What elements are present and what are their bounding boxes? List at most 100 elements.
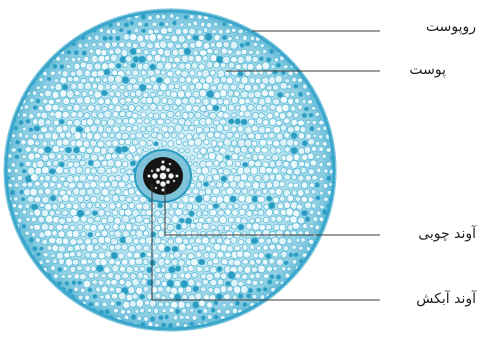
parenchyma-cell (252, 56, 259, 62)
parenchyma-cell (226, 160, 232, 167)
parenchyma-cell (211, 85, 217, 91)
parenchyma-cell (288, 183, 294, 188)
parenchyma-cell (199, 175, 205, 182)
parenchyma-cell (122, 259, 128, 265)
parenchyma-cell (171, 133, 176, 138)
parenchyma-cell (285, 273, 290, 278)
parenchyma-cell (126, 310, 130, 314)
parenchyma-cell (238, 224, 244, 230)
parenchyma-cell (108, 147, 114, 154)
parenchyma-cell (247, 175, 254, 181)
parenchyma-cell (125, 139, 131, 145)
parenchyma-cell (130, 231, 136, 236)
parenchyma-cell (95, 287, 100, 292)
parenchyma-cell (253, 210, 258, 215)
parenchyma-cell (252, 280, 258, 285)
parenchyma-cell (254, 91, 261, 98)
parenchyma-cell (243, 167, 250, 175)
parenchyma-cell (289, 253, 293, 257)
parenchyma-cell (165, 315, 169, 319)
parenchyma-cell (120, 111, 126, 117)
parenchyma-cell (204, 139, 209, 144)
parenchyma-cell (188, 265, 194, 271)
parenchyma-cell (116, 118, 122, 124)
parenchyma-cell (93, 147, 100, 153)
parenchyma-cell (200, 204, 206, 210)
parenchyma-cell (125, 223, 132, 230)
parenchyma-cell (283, 65, 288, 69)
parenchyma-cell (210, 182, 215, 187)
parenchyma-cell (206, 246, 212, 252)
parenchyma-cell (154, 142, 159, 146)
parenchyma-cell (257, 288, 261, 292)
parenchyma-cell (285, 79, 290, 83)
parenchyma-cell (80, 202, 86, 208)
parenchyma-cell (294, 84, 298, 88)
parenchyma-cell (231, 169, 236, 174)
parenchyma-cell (265, 254, 271, 259)
parenchyma-cell (79, 146, 86, 153)
parenchyma-cell (132, 125, 138, 131)
parenchyma-cell (127, 30, 131, 34)
parenchyma-cell (217, 279, 223, 285)
parenchyma-cell (245, 55, 252, 62)
parenchyma-cell (85, 238, 91, 244)
parenchyma-cell (119, 139, 125, 144)
parenchyma-cell (78, 295, 83, 300)
parenchyma-cell (194, 138, 202, 146)
parenchyma-cell (228, 271, 236, 279)
parenchyma-cell (170, 92, 177, 98)
parenchyma-cell (53, 120, 59, 126)
parenchyma-cell (146, 252, 152, 257)
parenchyma-cell (164, 105, 170, 111)
parenchyma-cell (141, 14, 146, 19)
parenchyma-cell (230, 196, 237, 203)
parenchyma-cell (255, 133, 262, 140)
parenchyma-cell (238, 126, 244, 132)
parenchyma-cell (186, 245, 192, 250)
parenchyma-cell (119, 279, 125, 285)
parenchyma-cell (256, 203, 262, 209)
parenchyma-cell (143, 50, 149, 55)
parenchyma-cell (207, 132, 214, 138)
parenchyma-cell (41, 112, 48, 119)
parenchyma-cell (188, 196, 195, 202)
parenchyma-cell (263, 229, 270, 237)
parenchyma-cell (305, 175, 311, 181)
parenchyma-cell (269, 174, 275, 180)
parenchyma-cell (35, 238, 40, 243)
parenchyma-cell (153, 308, 158, 314)
parenchyma-cell (94, 63, 101, 70)
parenchyma-cell (146, 209, 152, 215)
parenchyma-cell (49, 237, 57, 243)
parenchyma-cell (88, 288, 92, 292)
parenchyma-cell (269, 49, 274, 54)
parenchyma-cell (130, 21, 134, 25)
parenchyma-cell (112, 265, 119, 272)
parenchyma-cell (165, 35, 170, 40)
parenchyma-cell (116, 301, 121, 305)
parenchyma-cell (36, 99, 41, 103)
parenchyma-cell (132, 43, 138, 48)
parenchyma-cell (206, 217, 212, 223)
parenchyma-cell (168, 57, 173, 63)
parenchyma-cell (252, 125, 259, 131)
parenchyma-cell (259, 56, 263, 60)
parenchyma-cell (111, 41, 117, 47)
parenchyma-cell (57, 267, 62, 271)
parenchyma-cell (56, 98, 61, 103)
parenchyma-cell (231, 237, 237, 243)
parenchyma-cell (187, 23, 192, 27)
parenchyma-cell (69, 252, 75, 257)
parenchyma-cell (310, 210, 314, 214)
parenchyma-cell (173, 315, 177, 320)
parenchyma-cell (110, 190, 115, 195)
parenchyma-cell (271, 65, 275, 69)
parenchyma-cell (250, 245, 255, 250)
parenchyma-cell (30, 188, 37, 196)
parenchyma-cell (123, 301, 130, 308)
parenchyma-cell (267, 280, 272, 285)
parenchyma-cell (175, 16, 179, 20)
parenchyma-cell (144, 301, 149, 306)
parenchyma-cell (164, 302, 169, 307)
